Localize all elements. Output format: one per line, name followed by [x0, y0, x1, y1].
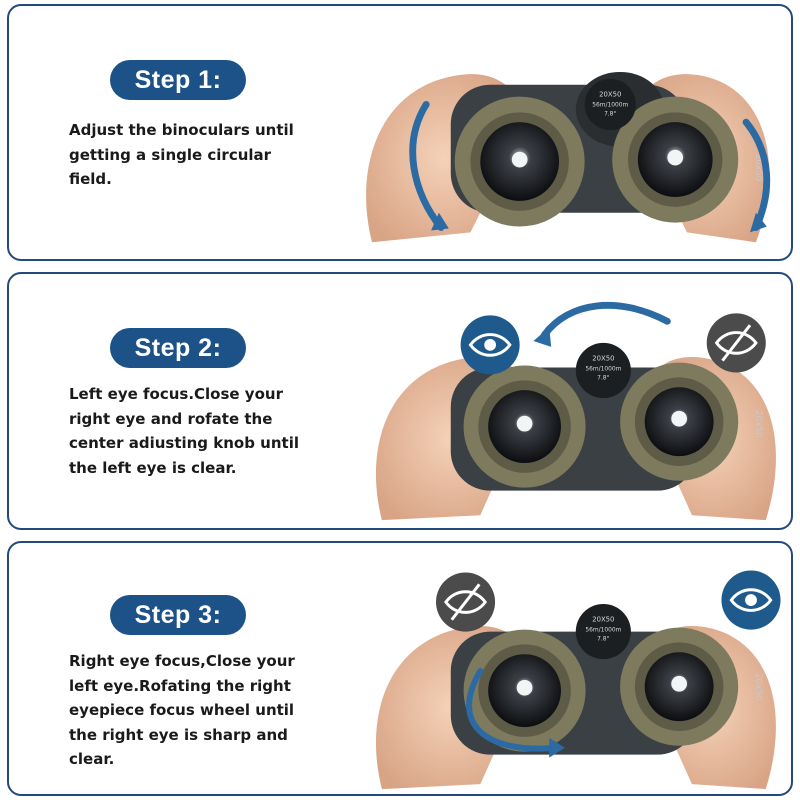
rotate-arrow-left	[409, 100, 445, 231]
marking-field: 56m/1000m	[585, 628, 621, 634]
binocular-hands-image: 20X50 56m/1000m 7.8° 20x50	[366, 71, 771, 243]
step-3-binocular-photo: 20X50 56m/1000m 7.8° 20x50	[329, 543, 791, 794]
marking-power: 20X50	[599, 91, 621, 99]
focus-arrow	[466, 668, 562, 752]
eye-open-icon	[460, 315, 520, 375]
focus-arrow	[540, 302, 671, 339]
binocular-hands-image: 20X50 56m/1000m 7.8° 20x50	[375, 302, 776, 521]
marking-power: 20X50	[592, 616, 614, 624]
eye-closed-icon	[706, 313, 766, 373]
step-2-panel: Step 2: Left eye focus.Close your right …	[7, 272, 793, 530]
step-1-binocular-photo: 20X50 56m/1000m 7.8° 20x50	[329, 6, 791, 259]
marking-field: 56m/1000m	[592, 102, 628, 108]
marking-angle: 7.8°	[597, 636, 609, 642]
marking-angle: 7.8°	[604, 111, 616, 117]
rotate-arrow-right	[742, 118, 771, 231]
marking-field: 56m/1000m	[585, 366, 621, 372]
step-1-text: Adjust the binoculars until getting a si…	[69, 121, 294, 188]
eye-closed-icon	[436, 572, 496, 632]
step-1-panel: Step 1: Adjust the binoculars until gett…	[7, 4, 793, 261]
step-3-text: Right eye focus,Close your left eye.Rofa…	[69, 652, 295, 768]
step-1-label: Step 1:	[110, 60, 246, 100]
marking-power: 20X50	[592, 355, 614, 363]
step-3-panel: Step 3: Right eye focus,Close your left …	[7, 541, 793, 796]
marking-angle: 7.8°	[597, 375, 609, 381]
step-2-binocular-photo: 20X50 56m/1000m 7.8° 20x50	[329, 274, 791, 528]
side-marking: 20x50	[753, 673, 763, 701]
side-marking: 20x50	[753, 154, 763, 182]
step-3-label: Step 3:	[110, 595, 246, 635]
step-2-text: Left eye focus.Close your right eye and …	[69, 385, 299, 477]
binocular-hands-image: 20X50 56m/1000m 7.8° 20x50	[375, 570, 781, 790]
side-marking: 20x50	[753, 410, 763, 438]
step-2-label: Step 2:	[110, 328, 246, 368]
eye-open-icon	[721, 570, 781, 630]
